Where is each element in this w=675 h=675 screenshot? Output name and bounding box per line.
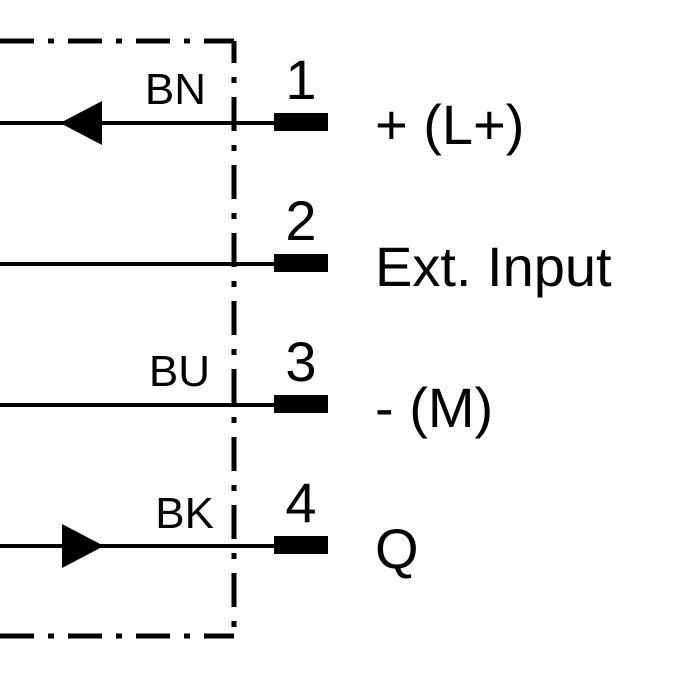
pin-number-3: 3 — [285, 330, 316, 393]
terminal-1 — [274, 113, 328, 131]
wire-code-4: BK — [155, 489, 214, 538]
arrow-out-4 — [62, 524, 104, 568]
terminal-2 — [274, 254, 328, 272]
terminal-3 — [274, 395, 328, 413]
pin-label-1: + (L+) — [375, 93, 524, 156]
wire-code-3: BU — [149, 347, 210, 396]
pin-row-1: BN 1 + (L+) — [0, 48, 524, 156]
pin-number-2: 2 — [285, 189, 316, 252]
pin-row-4: BK 4 Q — [0, 471, 419, 580]
pin-row-3: BU 3 - (M) — [0, 330, 493, 439]
pin-label-3: - (M) — [375, 376, 493, 439]
pin-label-4: Q — [375, 517, 419, 580]
pin-number-4: 4 — [285, 471, 316, 534]
housing-boundary — [0, 38, 237, 639]
wire-code-1: BN — [145, 65, 206, 114]
pin-label-2: Ext. Input — [375, 235, 612, 298]
terminal-4 — [274, 536, 328, 554]
pin-row-2: 2 Ext. Input — [0, 189, 612, 298]
pin-number-1: 1 — [285, 48, 316, 111]
arrow-in-1 — [60, 101, 102, 145]
